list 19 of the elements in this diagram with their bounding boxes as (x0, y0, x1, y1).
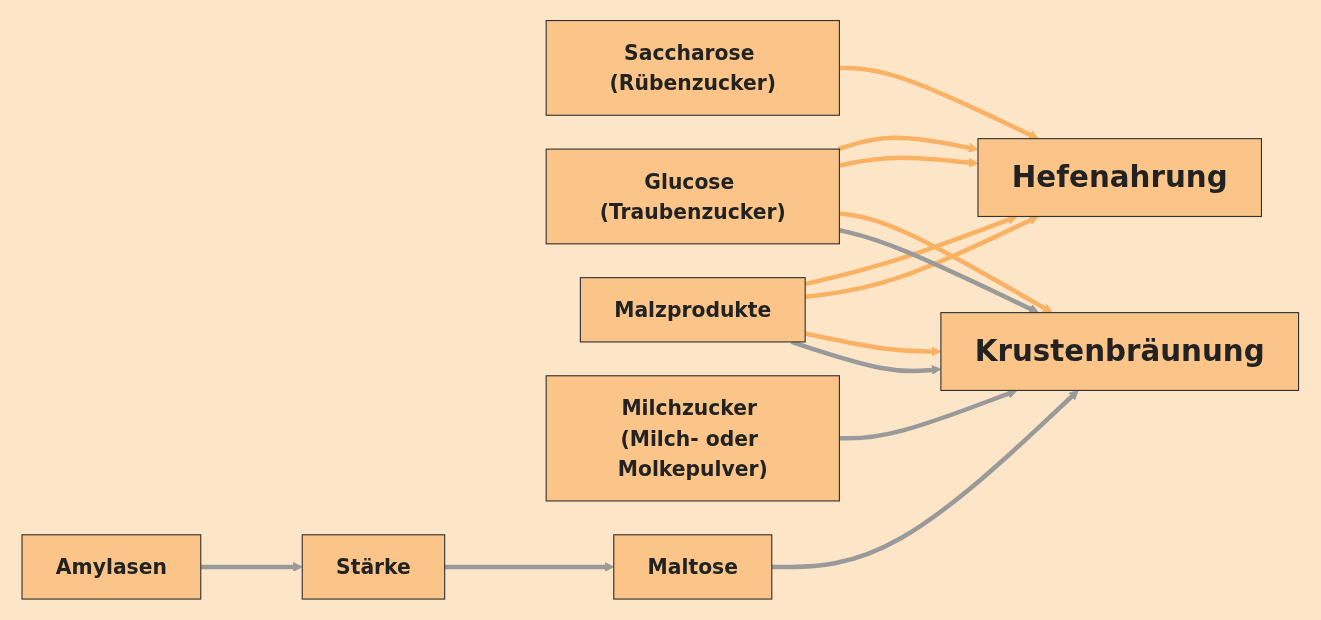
node-box: Hefenahrung (977, 138, 1263, 218)
node-box: Stärke (301, 534, 446, 600)
arrow (837, 135, 979, 153)
arrow (839, 65, 1039, 140)
arrow (790, 340, 942, 376)
arrow (805, 216, 1039, 300)
arrow (839, 211, 1053, 314)
node-box: Milchzucker (Milch- oder Molkepulver) (545, 375, 841, 502)
node-box: Krustenbräunung (940, 312, 1300, 392)
node-box: Amylasen (21, 534, 202, 600)
arrow (839, 228, 1039, 314)
node-box: Malzprodukte (580, 277, 806, 343)
node-box: Glucose (Traubenzucker) (545, 148, 841, 245)
arrow (839, 155, 979, 168)
node-box: Maltose (613, 534, 773, 600)
arrow (200, 562, 303, 573)
arrow (839, 389, 1018, 441)
arrow (772, 390, 1079, 570)
node-box: Saccharose (Rübenzucker) (545, 20, 841, 117)
